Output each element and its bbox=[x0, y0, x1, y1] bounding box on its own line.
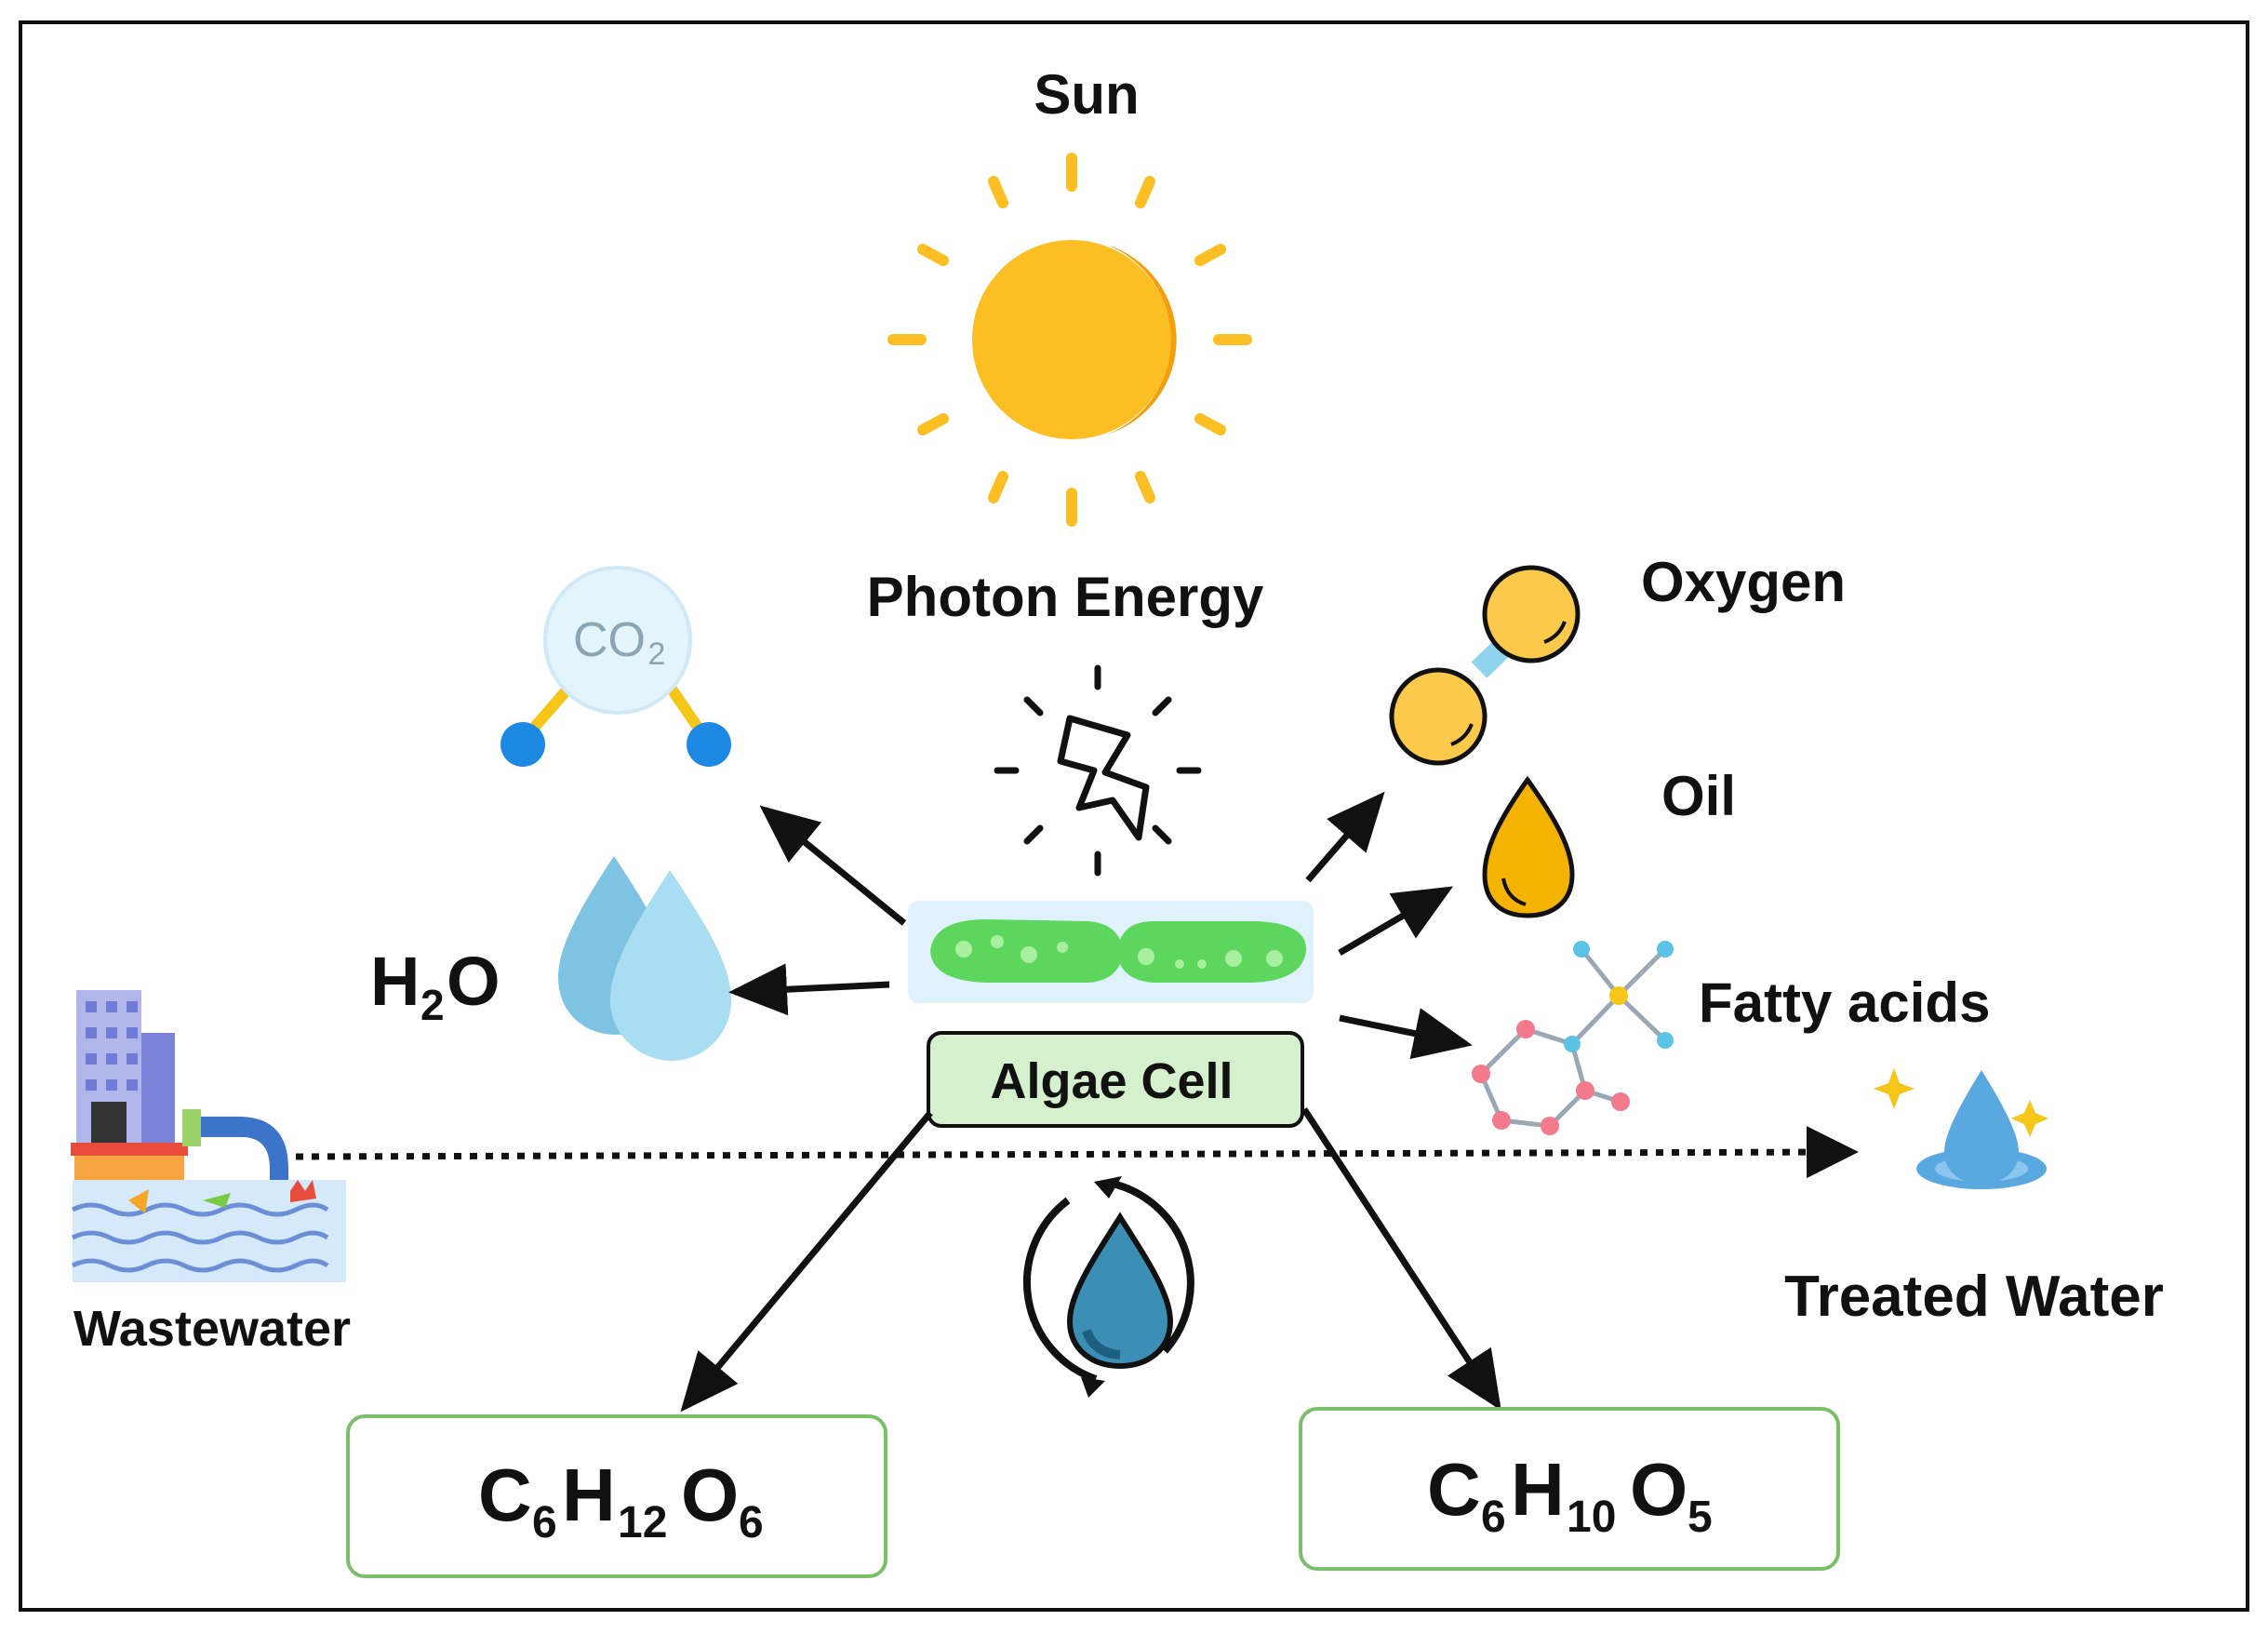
lightning-icon bbox=[994, 664, 1202, 877]
arrow-to-starch bbox=[1301, 1107, 1501, 1411]
sun-label: Sun bbox=[1034, 63, 1139, 126]
starch-formula: C 6 H 10 O 5 bbox=[1427, 1448, 1713, 1542]
svg-text:6: 6 bbox=[739, 1498, 764, 1547]
oil-drop-icon bbox=[1482, 775, 1575, 918]
arrow-to-oil bbox=[1338, 886, 1454, 957]
process-arrows bbox=[680, 791, 1501, 1413]
svg-text:12: 12 bbox=[618, 1498, 667, 1547]
svg-text:O: O bbox=[447, 943, 500, 1020]
svg-text:2: 2 bbox=[420, 981, 445, 1029]
fatty-acid-molecule-icon bbox=[1472, 941, 1674, 1135]
arrow-to-fatty-acids bbox=[1339, 1008, 1473, 1060]
arrow-to-glucose bbox=[680, 1110, 933, 1413]
sun-icon bbox=[887, 153, 1252, 527]
arrow-to-h2o bbox=[728, 963, 890, 1016]
svg-text:H: H bbox=[370, 943, 420, 1020]
svg-text:H: H bbox=[1511, 1448, 1565, 1531]
treated-water-label: Treated Water bbox=[1784, 1265, 2164, 1329]
svg-text:C: C bbox=[1427, 1448, 1481, 1531]
algae-cell-icon bbox=[908, 901, 1314, 1003]
clean-water-drop-icon bbox=[1874, 1068, 2048, 1189]
svg-text:O: O bbox=[1630, 1448, 1688, 1531]
co2-subscript: 2 bbox=[648, 636, 666, 672]
glucose-formula: C 6 H 12 O 6 bbox=[478, 1453, 764, 1547]
starch-box bbox=[1299, 1407, 1840, 1571]
algae-cell-box bbox=[927, 1031, 1304, 1128]
svg-text:O: O bbox=[681, 1453, 739, 1536]
svg-text:5: 5 bbox=[1688, 1493, 1713, 1542]
arrow-to-oxygen bbox=[1305, 791, 1385, 883]
oxygen-label: Oxygen bbox=[1641, 551, 1846, 613]
co2-molecule-icon: CO 2 bbox=[500, 566, 731, 767]
arrow-wastewater-to-treated bbox=[295, 1126, 1859, 1179]
water-cycle-icon bbox=[1022, 1176, 1194, 1398]
svg-text:6: 6 bbox=[532, 1498, 557, 1547]
svg-text:C: C bbox=[478, 1453, 532, 1536]
photon-energy-label: Photon Energy bbox=[867, 566, 1264, 628]
wastewater-label: Wastewater bbox=[73, 1301, 351, 1357]
svg-text:H: H bbox=[562, 1453, 616, 1536]
arrow-to-co2 bbox=[759, 805, 907, 926]
algae-cell-label: Algae Cell bbox=[990, 1053, 1233, 1109]
glucose-box bbox=[346, 1414, 887, 1578]
svg-text:10: 10 bbox=[1567, 1493, 1616, 1542]
water-drops-icon bbox=[558, 856, 731, 1061]
fatty-acids-label: Fatty acids bbox=[1699, 971, 1990, 1034]
h2o-label: H 2 O bbox=[370, 943, 500, 1029]
svg-text:6: 6 bbox=[1481, 1493, 1506, 1542]
oil-label: Oil bbox=[1661, 765, 1736, 827]
factory-icon bbox=[71, 990, 346, 1282]
oxygen-molecule-icon bbox=[1389, 565, 1581, 766]
co2-label: CO bbox=[573, 613, 646, 667]
